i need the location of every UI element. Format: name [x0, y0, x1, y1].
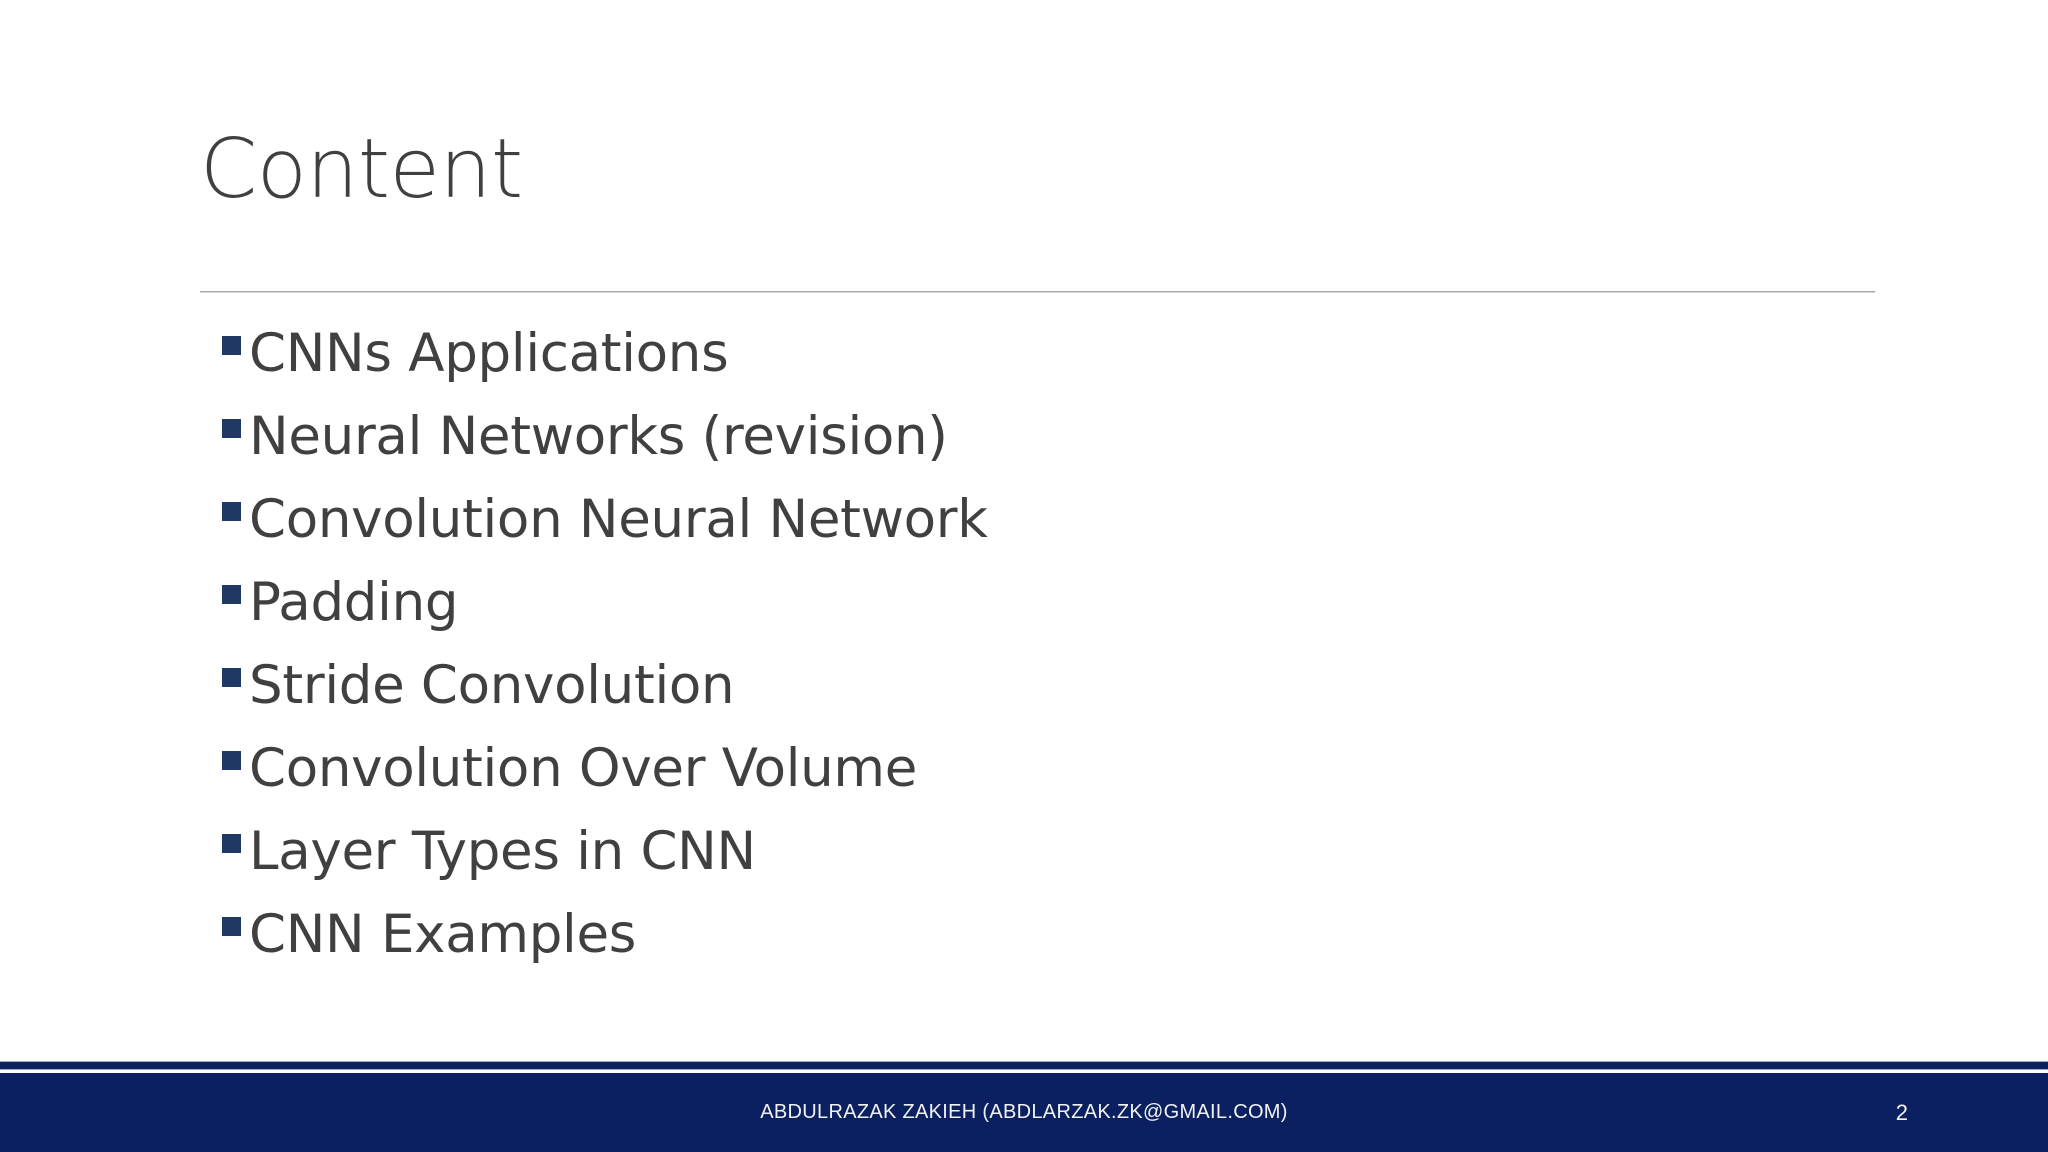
list-item-label: CNN Examples: [249, 904, 637, 965]
list-item[interactable]: Layer Types in CNN: [222, 810, 1872, 893]
content-bullet-list: CNNs Applications Neural Networks (revis…: [222, 312, 1872, 976]
list-item-label: Neural Networks (revision): [249, 406, 948, 467]
list-item-label: Padding: [249, 572, 459, 633]
list-item[interactable]: Neural Networks (revision): [222, 395, 1872, 478]
list-item[interactable]: CNNs Applications: [222, 312, 1872, 395]
list-item-label: Stride Convolution: [249, 655, 735, 716]
title-divider-rule: [200, 291, 1875, 293]
list-item-label: Convolution Over Volume: [249, 738, 918, 799]
page-title: Content: [200, 122, 523, 217]
list-item-label: Convolution Neural Network: [249, 489, 988, 550]
title-block: Content: [200, 128, 1876, 212]
footer-author-text: ABDULRAZAK ZAKIEH (ABDLARZAK.ZK@GMAIL.CO…: [760, 1101, 1288, 1123]
footer-accent-stripe: [0, 1061, 2048, 1070]
list-item[interactable]: Convolution Over Volume: [222, 727, 1872, 810]
square-bullet-icon: [222, 336, 241, 355]
list-item-label: Layer Types in CNN: [249, 821, 756, 882]
footer-inner: ABDULRAZAK ZAKIEH (ABDLARZAK.ZK@GMAIL.CO…: [0, 1073, 2048, 1152]
square-bullet-icon: [222, 585, 241, 604]
square-bullet-icon: [222, 419, 241, 438]
list-item[interactable]: Stride Convolution: [222, 644, 1872, 727]
list-item-label: CNNs Applications: [249, 323, 729, 384]
square-bullet-icon: [222, 668, 241, 687]
slide-footer: ABDULRAZAK ZAKIEH (ABDLARZAK.ZK@GMAIL.CO…: [0, 1073, 2048, 1152]
slide-number: 2: [1895, 1099, 1908, 1125]
square-bullet-icon: [222, 502, 241, 521]
list-item[interactable]: Padding: [222, 561, 1872, 644]
square-bullet-icon: [222, 917, 241, 936]
square-bullet-icon: [222, 834, 241, 853]
square-bullet-icon: [222, 751, 241, 770]
list-item[interactable]: Convolution Neural Network: [222, 478, 1872, 561]
list-item[interactable]: CNN Examples: [222, 893, 1872, 976]
